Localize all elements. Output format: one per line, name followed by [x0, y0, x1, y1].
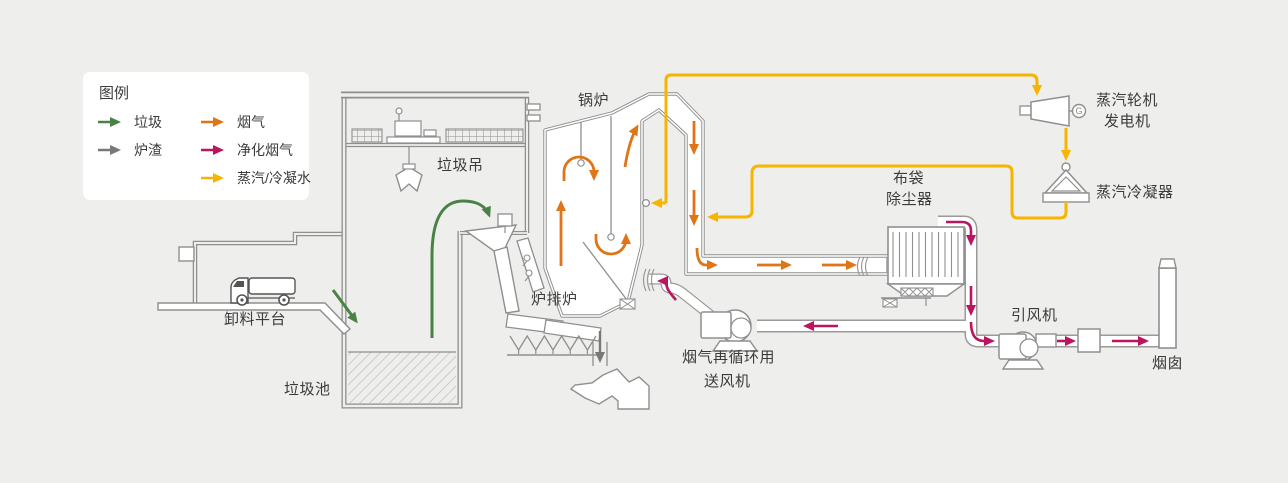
flue-gas-flow-arrows [556, 121, 857, 270]
steam-arrow-icon [201, 173, 224, 183]
legend-title: 图例 [99, 85, 130, 102]
legend-label: 净化烟气 [237, 142, 293, 158]
clean-gas-flow-arrows [657, 220, 1149, 346]
pendant-tube [577, 159, 585, 167]
grate-furnace [505, 313, 608, 366]
slag-arrow-icon [98, 145, 121, 155]
unloading-hall [178, 231, 344, 304]
waste-truck [230, 277, 296, 306]
generator-circle [1071, 103, 1087, 119]
label-unloading-platform: 卸料平台 [224, 311, 287, 328]
roof-stub [526, 114, 541, 122]
boiler-body [516, 92, 890, 318]
induced-draft-fan [998, 331, 1057, 370]
unloading-platform-slab [157, 302, 352, 335]
legend-item-steam: 蒸汽/冷凝水 [200, 168, 311, 188]
filter-bags [892, 232, 959, 277]
flue-gas-arrow-icon [201, 117, 224, 127]
feed-hopper [464, 213, 520, 314]
waste-arrow-icon [98, 117, 121, 127]
crane-walkway [351, 128, 383, 143]
steam-drum-port [641, 198, 651, 208]
steam-turbine-generator [1019, 95, 1087, 127]
ash-cone-edge [582, 241, 628, 301]
waste-pile [348, 352, 456, 403]
label-recirc-fan-1: 烟气再循环用 [682, 349, 776, 366]
legend-label: 炉渣 [134, 142, 162, 158]
label-bag-filter-1: 布袋 [893, 170, 925, 187]
fan-base [711, 340, 759, 352]
pendant-tube [607, 233, 615, 241]
waste-flow-arrows [331, 199, 491, 338]
legend-grid: 垃圾 烟气 炉渣 净化烟气 蒸汽/冷凝水 [97, 112, 311, 188]
truck-cargo-box [248, 277, 296, 295]
legend-item-waste: 垃圾 [97, 112, 200, 132]
steam-condenser [1042, 162, 1090, 203]
silencer [1077, 328, 1101, 353]
label-condenser: 蒸汽冷凝器 [1096, 184, 1174, 201]
grate-section [543, 319, 602, 342]
legend: 图例 垃圾 烟气 炉渣 净化烟气 [83, 72, 311, 200]
label-bag-filter-2: 除尘器 [886, 191, 933, 208]
roof-stub [526, 103, 541, 111]
wall-block [178, 246, 195, 262]
label-chimney: 烟囱 [1152, 355, 1184, 372]
bag-filter [856, 226, 967, 308]
label-turbine-2: 发电机 [1104, 113, 1151, 130]
legend-item-flue-gas: 烟气 [200, 112, 311, 132]
waste-crane [346, 107, 526, 193]
generator-symbol: G [1075, 106, 1083, 116]
label-id-fan: 引风机 [1011, 307, 1058, 324]
chimney-cap [1158, 258, 1177, 269]
waste-pit-structure [341, 96, 463, 409]
crane-walkway [445, 128, 524, 143]
legend-item-empty [97, 168, 200, 188]
label-turbine-1: 蒸汽轮机 [1096, 92, 1159, 109]
steam-flow-lines [651, 73, 1071, 222]
slag-extractor [569, 368, 650, 410]
truck-window [233, 281, 244, 287]
chimney [1158, 258, 1177, 349]
fan-base [1001, 359, 1045, 370]
legend-label: 烟气 [237, 114, 265, 130]
recirculation-fan [642, 268, 759, 352]
crane-trolley [386, 136, 441, 144]
legend-label: 蒸汽/冷凝水 [237, 170, 311, 186]
feeder-ram [497, 213, 513, 227]
legend-item-clean-gas: 净化烟气 [200, 140, 311, 160]
rotary-valve [900, 287, 934, 297]
legend-label: 垃圾 [134, 114, 162, 130]
grab-bucket [395, 166, 423, 193]
turbine-casing [1030, 95, 1070, 127]
label-boiler: 锅炉 [578, 92, 610, 109]
label-waste-pit: 垃圾池 [284, 381, 331, 398]
label-grate-furnace: 炉排炉 [531, 291, 578, 308]
label-recirc-fan-2: 送风机 [704, 373, 751, 390]
legend-item-slag: 炉渣 [97, 140, 200, 160]
clean-gas-arrow-icon [201, 145, 224, 155]
label-waste-crane: 垃圾吊 [437, 157, 484, 174]
